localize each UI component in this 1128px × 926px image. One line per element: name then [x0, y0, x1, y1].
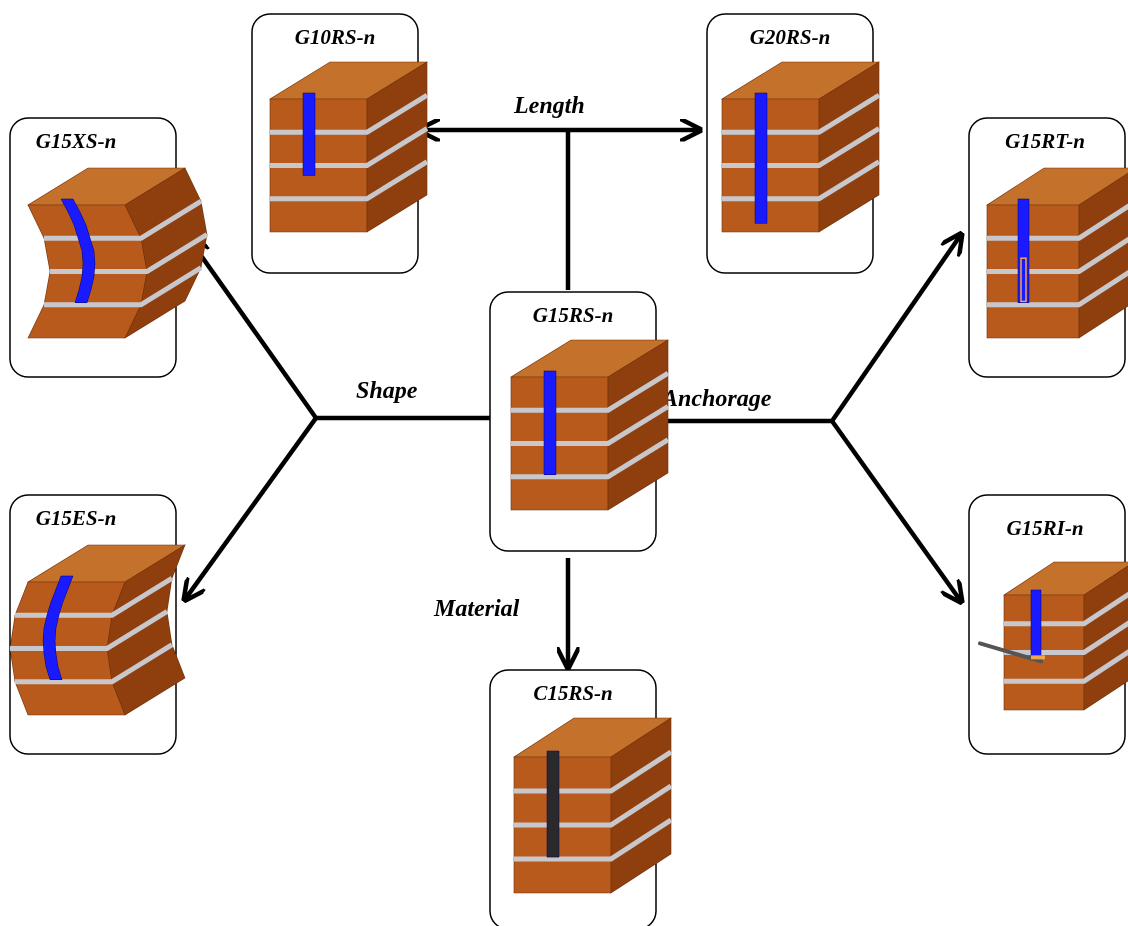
mortar-joint	[511, 437, 670, 480]
specimen-title: C15RS-n	[533, 681, 612, 705]
shape-label: Shape	[356, 378, 418, 404]
brick-front-face	[1003, 594, 1085, 625]
anchor-slot	[1020, 257, 1027, 303]
brick-side-face	[1078, 172, 1128, 239]
specimen-title: G15ES-n	[36, 506, 117, 530]
brick-front-face	[1003, 623, 1085, 653]
frp-strip	[1017, 198, 1030, 303]
brick-prism	[268, 61, 429, 233]
anchorage-label: Anchorage	[660, 386, 772, 412]
brick-front-face	[269, 198, 368, 233]
specimen-panel-c15rs: C15RS-n	[489, 669, 673, 926]
brick-front-face	[1003, 680, 1085, 711]
brick-front-face	[510, 443, 609, 478]
brick-front-face	[43, 271, 148, 306]
specimen-panel-g15xs: G15XS-n	[9, 117, 209, 378]
specimen-panel-g10rs: G10RS-n	[251, 13, 429, 274]
mortar-joint	[722, 126, 881, 168]
specimen-panel-g15rs: G15RS-n	[489, 291, 670, 552]
brick-prism	[978, 561, 1128, 711]
brick-front-face	[721, 165, 820, 200]
frp-strip	[302, 92, 316, 176]
mortar-joint	[10, 609, 169, 651]
length-label: Length	[513, 93, 585, 119]
specimen-title: G15RT-n	[1005, 129, 1085, 153]
brick-front-face	[27, 304, 142, 339]
brick-front-face	[513, 756, 612, 792]
brick-front-face	[43, 237, 148, 272]
mortar-joint	[987, 269, 1128, 308]
brick-front-face	[513, 858, 612, 894]
specimen-title: G15XS-n	[36, 129, 117, 153]
connectors	[186, 130, 960, 665]
specimen-panel-g15rt: G15RT-n	[968, 117, 1128, 378]
specimen-panel-g20rs: G20RS-n	[706, 13, 881, 274]
brick-prism	[9, 544, 187, 716]
anchorage-down-arrow	[830, 419, 960, 600]
mortar-joint	[1004, 591, 1128, 627]
shape-down-arrow	[186, 416, 318, 598]
brick-front-face	[14, 681, 126, 716]
mortar-joint	[44, 199, 203, 241]
brick-front-face	[9, 614, 113, 649]
mortar-joint	[987, 236, 1128, 274]
specimen-title: G15RS-n	[533, 303, 614, 327]
brick-front-face	[721, 198, 820, 233]
brick-prism	[509, 339, 670, 511]
mortar-joint	[44, 265, 203, 308]
specimen-panel-g15es: G15ES-n	[9, 494, 187, 755]
frp-strip	[42, 575, 74, 680]
brick-front-face	[269, 165, 368, 200]
brick-front-face	[510, 409, 609, 444]
mortar-joint	[270, 93, 429, 135]
brick-prism	[26, 167, 209, 339]
mortar-joint	[722, 159, 881, 202]
brick-prism	[720, 61, 881, 233]
brick-prism	[985, 167, 1128, 339]
frp-strip	[754, 92, 768, 224]
brick-front-face	[14, 581, 126, 616]
brick-side-face	[1083, 565, 1128, 625]
frp-strip	[546, 750, 560, 858]
shape-up-arrow	[190, 240, 318, 420]
material-label: Material	[433, 596, 520, 622]
specimen-title: G15RI-n	[1006, 516, 1083, 540]
mortar-joint	[511, 404, 670, 446]
specimen-title: G10RS-n	[295, 25, 376, 49]
mortar-joint	[15, 642, 174, 685]
frp-strip	[1030, 589, 1042, 657]
mortar-joint	[514, 749, 673, 794]
brick-front-face	[721, 98, 820, 133]
brick-front-face	[721, 131, 820, 166]
brick-front-face	[986, 271, 1080, 306]
anchorage-up-arrow	[830, 236, 960, 423]
brick-front-face	[513, 824, 612, 860]
mortar-joint	[511, 371, 670, 413]
mortar-joint	[270, 126, 429, 168]
frp-strip	[60, 198, 96, 303]
mortar-joint	[722, 93, 881, 135]
mortar-joint	[1004, 649, 1128, 684]
brick-front-face	[986, 304, 1080, 339]
brick-prism	[512, 717, 673, 894]
mortar-joint	[987, 203, 1128, 241]
mortar-joint	[270, 159, 429, 202]
mortar-joint	[514, 783, 673, 828]
brick-front-face	[513, 790, 612, 826]
brick-front-face	[269, 131, 368, 166]
frp-strip	[543, 370, 557, 475]
specimen-panel-g15ri: G15RI-n	[968, 494, 1128, 755]
brick-front-face	[986, 204, 1080, 239]
brick-front-face	[510, 376, 609, 411]
specimen-title: G20RS-n	[750, 25, 831, 49]
anchor-spike	[978, 641, 1043, 664]
mortar-joint	[1004, 620, 1128, 655]
anchor-plate	[1031, 655, 1045, 660]
brick-front-face	[510, 476, 609, 511]
brick-front-face	[986, 237, 1080, 272]
brick-front-face	[269, 98, 368, 133]
mortar-joint	[514, 817, 673, 862]
